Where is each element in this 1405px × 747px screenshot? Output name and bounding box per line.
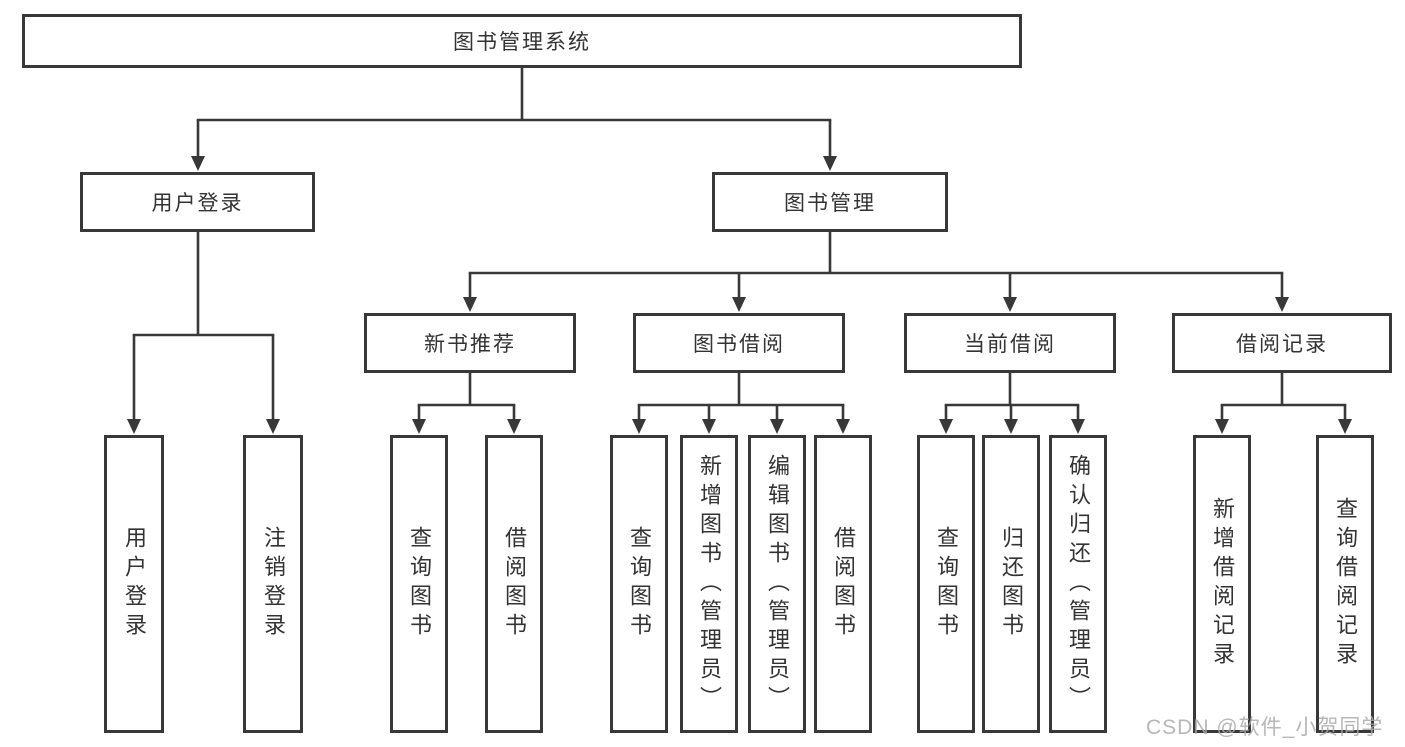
leaf-user-login: 用户登录 [104, 435, 164, 733]
csdn-watermark: CSDN @软件_小贺同学 [1146, 716, 1384, 739]
leaf-edit-books-admin: 编辑图书（管理员） [748, 435, 806, 733]
node-label: 查询借阅记录 [1333, 497, 1358, 671]
leaf-return-books: 归还图书 [982, 435, 1040, 733]
node-new-book-recommendation: 新书推荐 [364, 313, 576, 373]
leaf-logout: 注销登录 [243, 435, 303, 733]
node-label: 查询图书 [627, 526, 652, 642]
node-label: 新增借阅记录 [1210, 497, 1235, 671]
leaf-recommend-query-books: 查询图书 [390, 435, 448, 733]
node-book-borrowing: 图书借阅 [633, 313, 845, 373]
node-user-login: 用户登录 [80, 172, 315, 232]
node-book-management: 图书管理 [712, 172, 948, 232]
node-label: 当前借阅 [964, 333, 1056, 356]
node-borrowing-records: 借阅记录 [1172, 313, 1392, 373]
leaf-confirm-return-admin: 确认归还（管理员） [1049, 435, 1107, 733]
node-label: 确认归还（管理员） [1066, 453, 1091, 715]
node-label: 新书推荐 [424, 333, 516, 356]
node-label: 图书借阅 [693, 333, 785, 356]
node-label: 借阅记录 [1236, 333, 1328, 356]
node-library-management-system: 图书管理系统 [22, 14, 1022, 68]
node-label: 借阅图书 [831, 526, 856, 642]
leaf-add-borrow-record: 新增借阅记录 [1193, 435, 1251, 733]
node-label: 图书管理 [784, 192, 876, 215]
node-label: 编辑图书（管理员） [765, 453, 790, 715]
node-label: 查询图书 [407, 526, 432, 642]
leaf-borrow-books: 借阅图书 [814, 435, 872, 733]
leaf-recommend-borrow-books: 借阅图书 [485, 435, 543, 733]
node-label: 注销登录 [261, 526, 286, 642]
node-label: 图书管理系统 [453, 31, 591, 54]
node-label: 归还图书 [999, 526, 1024, 642]
leaf-current-query-books: 查询图书 [917, 435, 975, 733]
leaf-borrow-query-books: 查询图书 [610, 435, 668, 733]
node-label: 用户登录 [122, 526, 147, 642]
node-label: 查询图书 [934, 526, 959, 642]
node-current-borrowing: 当前借阅 [904, 313, 1116, 373]
node-label: 借阅图书 [502, 526, 527, 642]
node-label: 用户登录 [151, 192, 244, 215]
leaf-query-borrow-record: 查询借阅记录 [1316, 435, 1374, 733]
node-label: 新增图书（管理员） [697, 453, 722, 715]
leaf-add-books-admin: 新增图书（管理员） [680, 435, 738, 733]
